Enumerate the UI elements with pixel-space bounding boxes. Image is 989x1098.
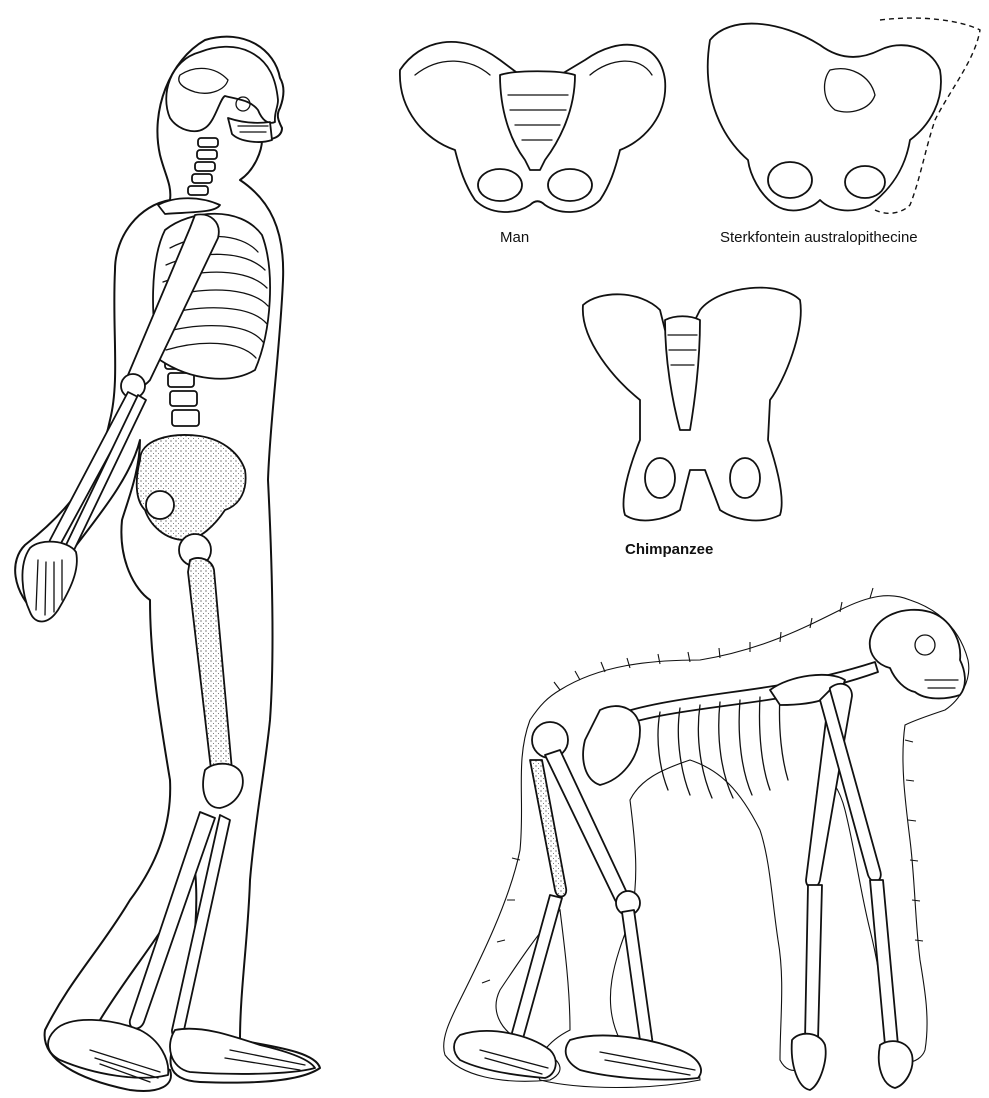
pelvis-chimpanzee-drawing <box>583 288 801 521</box>
chimpanzee-skeleton <box>444 588 969 1090</box>
pelvis-man-drawing <box>400 42 665 212</box>
human-skeleton <box>15 37 320 1091</box>
human-pelvis <box>137 435 246 540</box>
caption-man: Man <box>500 229 529 246</box>
chimp-pelvis <box>583 706 640 785</box>
caption-sterkfontein: Sterkfontein australopithecine <box>720 229 918 246</box>
pelvis-sterkfontein-drawing <box>708 18 980 213</box>
caption-chimpanzee: Chimpanzee <box>625 541 713 558</box>
chimp-skull <box>870 610 965 699</box>
human-leg <box>48 534 315 1082</box>
